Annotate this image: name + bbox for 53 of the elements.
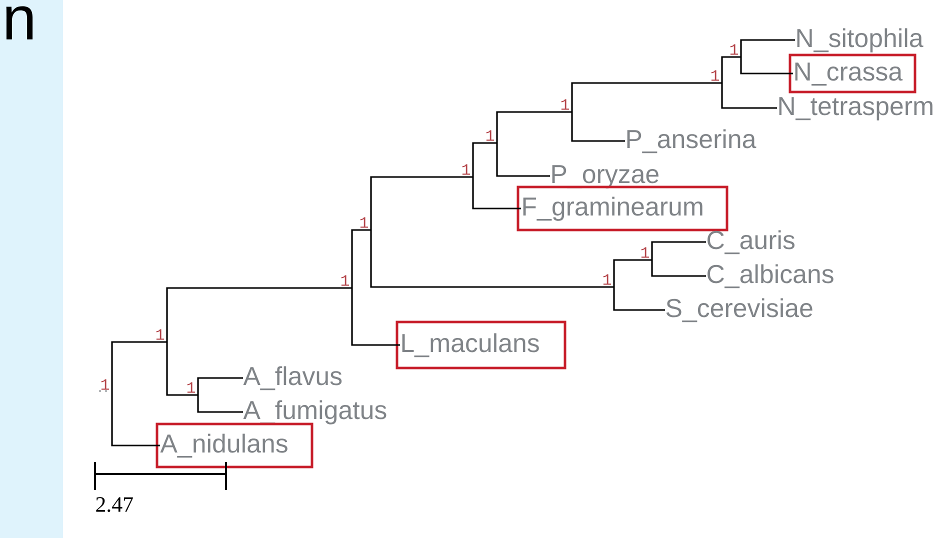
branch-line — [613, 259, 652, 287]
leaf-label: F_graminearum — [523, 196, 702, 221]
support-value: 1 — [156, 329, 164, 340]
leaf-label: P_anserina — [627, 129, 756, 154]
branch-line — [740, 39, 795, 57]
highlight-box — [396, 320, 566, 370]
branch-line — [651, 241, 706, 260]
support-value: 1 — [360, 217, 368, 228]
highlight-box — [156, 422, 314, 468]
support-value: 1 — [641, 247, 650, 258]
highlight-box — [788, 54, 916, 94]
support-value: 1 — [187, 382, 196, 393]
branch-line — [613, 287, 665, 311]
support-value: 1 — [711, 70, 720, 81]
branch-line — [496, 143, 550, 177]
leaf-label: A_fumigatus — [243, 400, 386, 424]
branch-line — [571, 82, 722, 112]
slide-text: n — [6, 6, 33, 40]
branch-line — [351, 229, 371, 288]
branch-line — [370, 176, 473, 230]
branch-line — [197, 395, 243, 413]
leaf-label: N_sitophila — [797, 28, 924, 52]
scale-value: 2.47 — [96, 497, 133, 512]
leaf-label: A_flavus — [243, 366, 342, 390]
branch-line — [472, 177, 521, 210]
branch-line — [197, 377, 243, 395]
branch-line — [351, 288, 400, 346]
branch-line — [721, 83, 777, 109]
branch-line — [721, 56, 741, 83]
branch-line — [111, 341, 167, 392]
leaf-label: N_tetrasperm — [779, 97, 932, 120]
support-value: 1 — [561, 99, 570, 110]
branch-line — [370, 230, 614, 288]
support-value: 1 — [341, 275, 350, 286]
support-value: 1 — [99, 379, 110, 392]
leaf-label: S_cerevisiae — [666, 298, 812, 322]
branch-line — [496, 111, 572, 143]
branch-line — [740, 57, 793, 74]
leaf-label: C_auris — [708, 230, 794, 254]
support-value: 1 — [486, 130, 494, 141]
branch-line — [472, 142, 497, 177]
leaf-label: C_albicans — [708, 264, 834, 288]
branch-line — [166, 287, 352, 342]
leaf-label: A_nidulans — [160, 434, 288, 458]
support-value: 1 — [603, 274, 612, 285]
leaf-label: N_crassa — [795, 62, 903, 86]
branch-line — [111, 392, 160, 446]
branch-line — [571, 112, 625, 142]
support-value: 1 — [730, 44, 738, 55]
branch-line — [651, 260, 706, 277]
leaf-label: L_maculans — [402, 333, 539, 358]
support-value: 1 — [462, 164, 470, 175]
branch-line — [166, 342, 198, 396]
